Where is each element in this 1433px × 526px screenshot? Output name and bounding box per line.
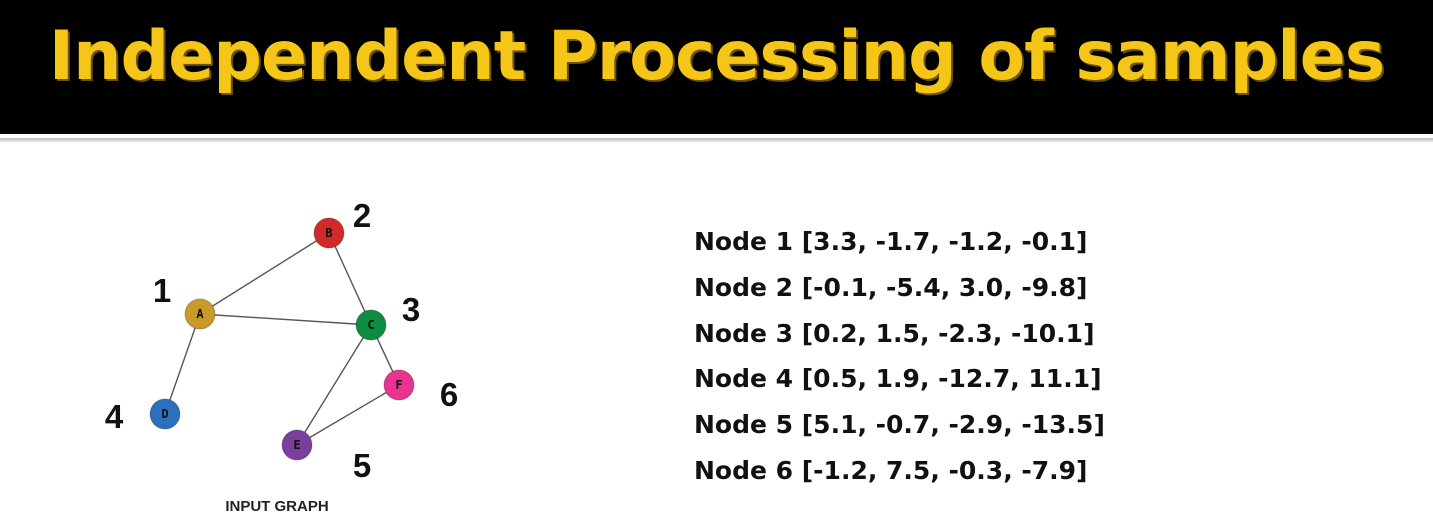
node-feature-list: Node 1 [3.3, -1.7, -1.2, -0.1] Node 2 [-… [694,222,1105,497]
node-d-letter: D [161,407,168,421]
node-b-letter: B [325,226,332,240]
feature-row-node-3: Node 3 [0.2, 1.5, -2.3, -10.1] [694,318,1095,348]
feature-row-node-4: Node 4 [0.5, 1.9, -12.7, 11.1] [694,364,1102,394]
node-e-letter: E [293,438,300,452]
title-divider [0,138,1433,142]
title-bar [0,0,1433,134]
feature-row-node-2: Node 2 [-0.1, -5.4, 3.0, -9.8] [694,272,1088,302]
node-e-circle [281,429,313,461]
feature-row-node-1: Node 1 [3.3, -1.7, -1.2, -0.1] [694,227,1088,256]
node-b-number: 2 [353,197,371,234]
node-f-number: 6 [440,376,458,413]
node-d-number: 4 [105,398,124,435]
node-c-number: 3 [402,291,420,328]
feature-row-node-5: Node 5 [5.1, -0.7, -2.9, -13.5] [694,410,1105,440]
node-a-circle [184,298,216,330]
edge-a-b [199,232,330,315]
graph-caption: INPUT GRAPH [225,498,328,515]
node-a-number: 1 [153,272,171,309]
node-c-circle [355,309,387,341]
edge-b-c [328,232,372,326]
node-b-circle [313,217,345,249]
edge-a-c [199,313,372,326]
feature-row-node-6: Node 6 [-1.2, 7.5, -0.3, -7.9] [694,455,1088,485]
slide-title: Independent Processing of samples [48,17,1385,96]
node-f-circle [383,369,415,401]
node-f-letter: F [395,378,402,392]
edge-e-f [296,384,400,446]
node-d-circle [149,398,181,430]
edge-c-e [296,324,372,446]
node-c-letter: C [367,318,374,332]
edge-a-d [164,313,201,415]
node-a-letter: A [196,307,204,321]
node-e-number: 5 [353,447,371,484]
